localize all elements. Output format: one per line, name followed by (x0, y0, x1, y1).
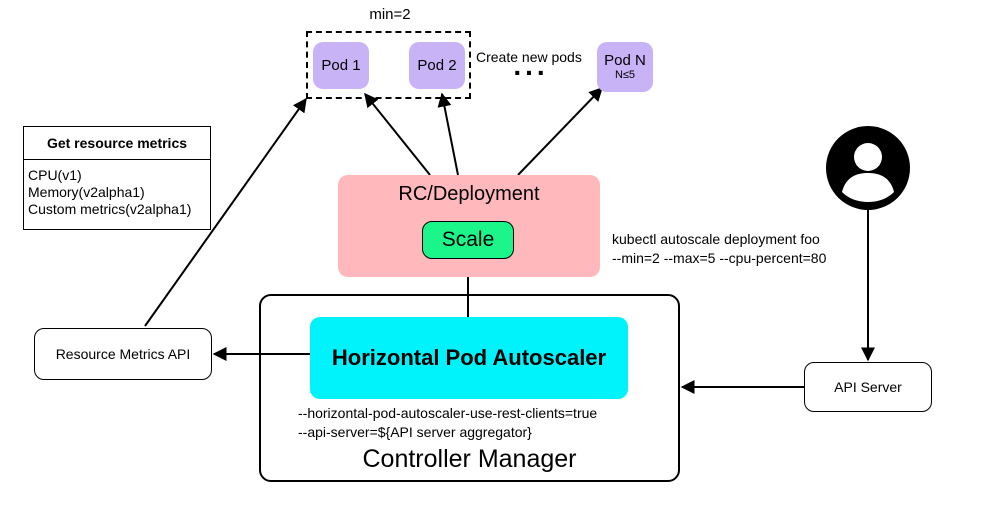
kubectl-command: kubectl autoscale deployment foo --min=2… (612, 230, 862, 268)
controller-manager-box (259, 294, 680, 482)
resource-metrics-title: Get resource metrics (23, 126, 211, 160)
flag-line: --api-server=${API server aggregator} (298, 424, 532, 440)
kubectl-line: --min=2 --max=5 --cpu-percent=80 (612, 250, 827, 266)
resource-metrics-box (23, 126, 211, 230)
resource-metrics-list: CPU(v1) Memory(v2alpha1) Custom metrics(… (28, 167, 210, 218)
min-label: min=2 (369, 6, 411, 23)
arrow-rc-to-pod1 (364, 92, 431, 176)
pod-2: Pod 2 (409, 42, 465, 89)
pod-group-box (306, 31, 471, 99)
ellipsis: ... (513, 50, 549, 81)
metric-item: Custom metrics(v2alpha1) (28, 201, 192, 217)
create-new-pods-label: Create new pods (476, 49, 582, 65)
scale-box: Scale (422, 221, 514, 259)
pod-n: Pod N N≤5 (597, 42, 653, 92)
user-avatar-icon (826, 126, 910, 210)
arrow-rc-to-pod2 (437, 92, 459, 176)
controller-flags: --horizontal-pod-autoscaler-use-rest-cli… (298, 404, 658, 442)
horizontal-pod-autoscaler-box: Horizontal Pod Autoscaler (310, 317, 628, 399)
arrow-resource-api-to-pods (144, 97, 307, 327)
flag-line: --horizontal-pod-autoscaler-use-rest-cli… (298, 405, 598, 421)
pod-1: Pod 1 (313, 42, 369, 89)
metric-item: CPU(v1) (28, 167, 82, 183)
pod-n-label: Pod N (604, 51, 646, 69)
resource-metrics-api-box: Resource Metrics API (34, 328, 212, 380)
pod-n-sub: N≤5 (614, 69, 636, 82)
rc-deployment-title: RC/Deployment (398, 183, 540, 205)
kubectl-line: kubectl autoscale deployment foo (612, 231, 820, 247)
metric-item: Memory(v2alpha1) (28, 184, 145, 200)
api-server-box: API Server (804, 362, 932, 412)
controller-manager-title: Controller Manager (362, 445, 577, 473)
arrow-rc-to-podn (517, 86, 603, 176)
